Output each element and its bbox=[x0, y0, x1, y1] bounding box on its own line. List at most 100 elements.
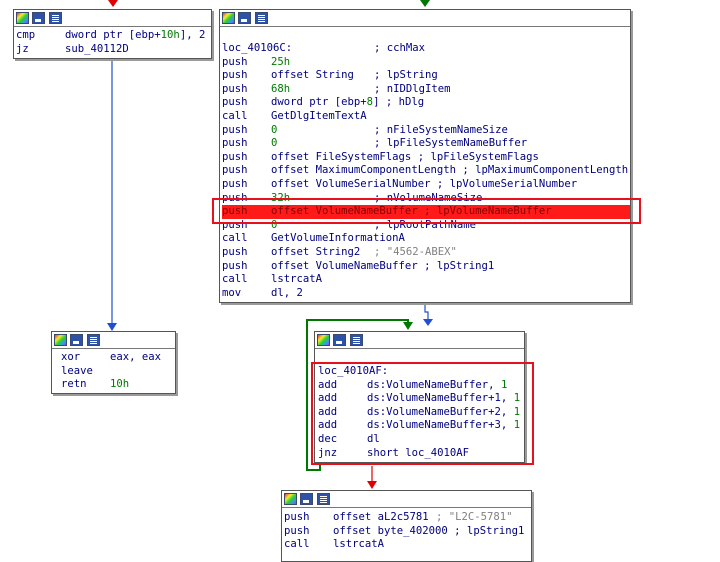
node-header bbox=[14, 10, 211, 27]
text-view-icon[interactable] bbox=[255, 12, 268, 24]
operand: offset VolumeSerialNumber ; lpVolumeSeri… bbox=[271, 177, 578, 190]
mnemonic: push bbox=[222, 218, 248, 231]
node-header bbox=[282, 491, 531, 508]
operand: offset MaximumComponentLength ; lpMaximu… bbox=[271, 164, 629, 177]
comment: ; lpFileSystemNameBuffer bbox=[374, 137, 528, 150]
operand: lstrcatA bbox=[271, 273, 323, 286]
operand: GetVolumeInformationA bbox=[271, 232, 405, 245]
operand: dl bbox=[367, 432, 380, 445]
text-view-icon[interactable] bbox=[317, 493, 330, 505]
comment: ; nIDDlgItem bbox=[374, 82, 451, 95]
mnemonic: push bbox=[222, 245, 248, 258]
mnemonic: push bbox=[222, 69, 248, 82]
comment: ; nVolumeNameSize bbox=[374, 191, 483, 204]
operand: offset VolumeNameBuffer ; lpString1 bbox=[271, 259, 495, 272]
number: 0 bbox=[271, 137, 278, 150]
number: 1 bbox=[513, 419, 521, 432]
color-palette-icon[interactable] bbox=[54, 334, 67, 346]
instruction-line[interactable]: push 0 ; lpRootPathName bbox=[222, 219, 630, 233]
instruction-line[interactable]: push offset MaximumComponentLength ; lpMa… bbox=[222, 164, 630, 178]
operand: ds:VolumeNameBuffer+2, bbox=[367, 405, 514, 418]
text-view-icon[interactable] bbox=[87, 334, 100, 346]
number: 0 bbox=[271, 123, 278, 136]
graph-view-icon[interactable] bbox=[300, 493, 313, 505]
color-palette-icon[interactable] bbox=[16, 12, 29, 24]
annotation-box-loop bbox=[311, 362, 534, 465]
operand: eax, eax bbox=[110, 351, 162, 363]
operand: offset byte_402000 ; lpString1 bbox=[333, 524, 525, 537]
comment: ; lpRootPathName bbox=[374, 218, 477, 231]
instruction-line[interactable]: push offset VolumeNameBuffer ; lpString1 bbox=[222, 260, 630, 274]
mnemonic: push bbox=[222, 164, 248, 177]
mnemonic: xor bbox=[61, 351, 81, 363]
text-view-icon[interactable] bbox=[350, 334, 363, 346]
mnemonic: cmp bbox=[16, 29, 36, 41]
operand: ] ; hDlg bbox=[373, 96, 425, 109]
color-palette-icon[interactable] bbox=[222, 12, 235, 24]
mnemonic: push bbox=[284, 511, 310, 523]
edge-main-to-loop-arrowhead bbox=[423, 319, 433, 326]
mnemonic: push bbox=[222, 123, 248, 136]
color-palette-icon[interactable] bbox=[317, 334, 330, 346]
instruction-line[interactable]: push offset VolumeSerialNumber ; lpVolume… bbox=[222, 178, 630, 192]
graph-view-icon[interactable] bbox=[70, 334, 83, 346]
mnemonic: push bbox=[222, 259, 248, 272]
color-palette-icon[interactable] bbox=[284, 493, 297, 505]
number: 0 bbox=[271, 218, 278, 231]
operand: ], 2 bbox=[179, 29, 206, 41]
edge-top-left-arrowhead bbox=[108, 0, 118, 7]
comment: ; cchMax bbox=[374, 42, 426, 54]
graph-view-icon[interactable] bbox=[238, 12, 251, 24]
mnemonic: add bbox=[318, 378, 338, 391]
instruction-line[interactable]: xor eax, eax bbox=[61, 351, 175, 365]
graph-view-icon[interactable] bbox=[333, 334, 346, 346]
text-view-icon[interactable] bbox=[49, 12, 62, 24]
node-header bbox=[315, 332, 524, 349]
label: loc_4010AF: bbox=[318, 365, 389, 377]
comment: ; "4562-ABEX" bbox=[374, 245, 457, 258]
label-line[interactable]: loc_4010AF: bbox=[318, 365, 524, 379]
edge-loop-back bbox=[306, 319, 409, 471]
mnemonic: call bbox=[222, 109, 248, 122]
graph-view-icon[interactable] bbox=[32, 12, 45, 24]
operand: dl, 2 bbox=[271, 286, 303, 299]
mnemonic: push bbox=[222, 177, 248, 190]
edge-main-arrowhead bbox=[420, 0, 430, 7]
label-line[interactable]: loc_40106C:; cchMax bbox=[222, 42, 630, 56]
instruction-line[interactable]: leave bbox=[61, 365, 175, 379]
